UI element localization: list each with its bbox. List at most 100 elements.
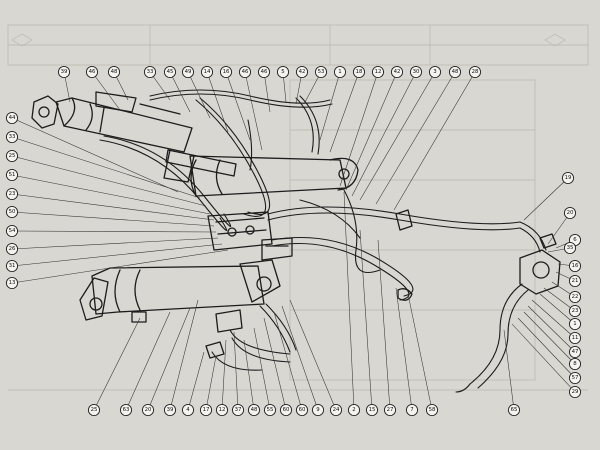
callout-bubble <box>163 65 177 79</box>
callout-number: 21 <box>572 278 579 284</box>
callout-number: 12 <box>219 407 226 413</box>
callout-top-2: 46 <box>85 65 121 111</box>
callout-bubble <box>87 403 101 417</box>
callout-right-10: 11 <box>531 299 582 345</box>
leader-line <box>11 136 201 199</box>
callout-number: 13 <box>9 280 16 286</box>
callout-top-3: 48 <box>107 65 129 101</box>
callout-top-6: 49 <box>181 65 211 119</box>
leader-line <box>345 71 398 191</box>
callout-number: 53 <box>318 69 325 75</box>
callout-number: 63 <box>123 407 130 413</box>
callout-bottom-7: 12 <box>215 339 229 417</box>
leader-line <box>11 174 211 215</box>
callout-number: 55 <box>267 407 274 413</box>
leader-line <box>517 317 576 379</box>
callout-number: 6 <box>573 237 577 243</box>
callout-right-7: 22 <box>551 281 582 304</box>
hydraulic-assembly-drawing <box>31 91 561 359</box>
callout-bubble <box>263 403 277 417</box>
leader-line <box>531 299 576 339</box>
callout-number: 20 <box>567 210 574 216</box>
callout-number: 24 <box>333 407 340 413</box>
leader-line <box>375 71 456 205</box>
callout-bubble <box>5 130 19 144</box>
leader-line <box>11 211 215 227</box>
callout-bubble <box>383 403 397 417</box>
callout-right-2: 20 <box>547 206 577 245</box>
leader-line <box>359 71 436 201</box>
callout-number: 54 <box>9 228 16 234</box>
callout-number: 60 <box>299 407 306 413</box>
leader-line <box>273 311 303 411</box>
callout-number: 33 <box>9 134 16 140</box>
callout-bubble <box>568 290 582 304</box>
callout-left-7: 54 <box>5 224 217 238</box>
callout-number: 42 <box>299 69 306 75</box>
callout-top-19: 3 <box>359 65 442 201</box>
callout-number: 65 <box>511 407 518 413</box>
callout-bubble <box>347 403 361 417</box>
callout-number: 39 <box>61 69 68 75</box>
callout-bubble <box>219 65 233 79</box>
callout-bubble <box>279 403 293 417</box>
callout-right-4: 35 <box>547 241 577 255</box>
leader-line <box>91 71 121 111</box>
leader-line <box>263 71 271 113</box>
callout-number: 51 <box>9 172 16 178</box>
callout-bubble <box>85 65 99 79</box>
callout-number: 9 <box>316 407 320 413</box>
callout-top-5: 45 <box>163 65 191 113</box>
callout-number: 58 <box>429 407 436 413</box>
callout-top-15: 18 <box>329 65 366 153</box>
callout-bubble <box>276 65 290 79</box>
callout-bubble <box>5 205 19 219</box>
callout-right-13: 57 <box>517 317 582 385</box>
leader-line <box>205 355 217 411</box>
callout-bubble <box>311 403 325 417</box>
leader-line <box>253 327 271 411</box>
callout-top-1: 39 <box>57 65 71 103</box>
leader-line <box>343 191 355 411</box>
callout-number: 4 <box>186 407 190 413</box>
callout-bottom-19: 58 <box>407 293 439 417</box>
callout-number: 46 <box>89 69 96 75</box>
callout-bubble <box>5 187 19 201</box>
callout-number: 2 <box>352 407 355 413</box>
callout-bubble <box>5 224 19 238</box>
callout-right-1: 19 <box>523 171 575 221</box>
callout-left-6: 50 <box>5 205 215 227</box>
callout-number: 20 <box>145 407 152 413</box>
callout-number: 23 <box>572 308 579 314</box>
callout-number: 12 <box>375 69 382 75</box>
callout-bubble <box>428 65 442 79</box>
callout-top-12: 42 <box>295 65 309 105</box>
callout-number: 19 <box>565 175 572 181</box>
callout-bubble <box>568 331 582 345</box>
callout-bubble <box>568 304 582 318</box>
callout-top-7: 14 <box>200 65 229 133</box>
callout-bubble <box>5 276 19 290</box>
callout-number: 46 <box>242 69 249 75</box>
callout-bubble <box>568 317 582 331</box>
leader-line <box>169 71 191 113</box>
leader-line <box>511 323 576 393</box>
leader-line <box>11 243 223 267</box>
callout-right-12: 8 <box>523 311 582 371</box>
callout-right-5: 16 <box>557 259 582 273</box>
callout-bubble <box>215 403 229 417</box>
callout-bottom-4: 39 <box>163 299 199 417</box>
callout-bubble <box>295 65 309 79</box>
callout-bubble <box>257 65 271 79</box>
callout-number: 8 <box>573 361 577 367</box>
callout-left-9: 31 <box>5 243 223 273</box>
callout-bubble <box>141 403 155 417</box>
callout-bubble <box>333 65 347 79</box>
callout-number: 25 <box>9 153 16 159</box>
callout-bottom-11: 60 <box>263 317 293 417</box>
callout-left-5: 23 <box>5 187 215 221</box>
callout-bubble <box>568 345 582 359</box>
leader-line <box>351 71 417 197</box>
leader-line <box>339 71 379 187</box>
